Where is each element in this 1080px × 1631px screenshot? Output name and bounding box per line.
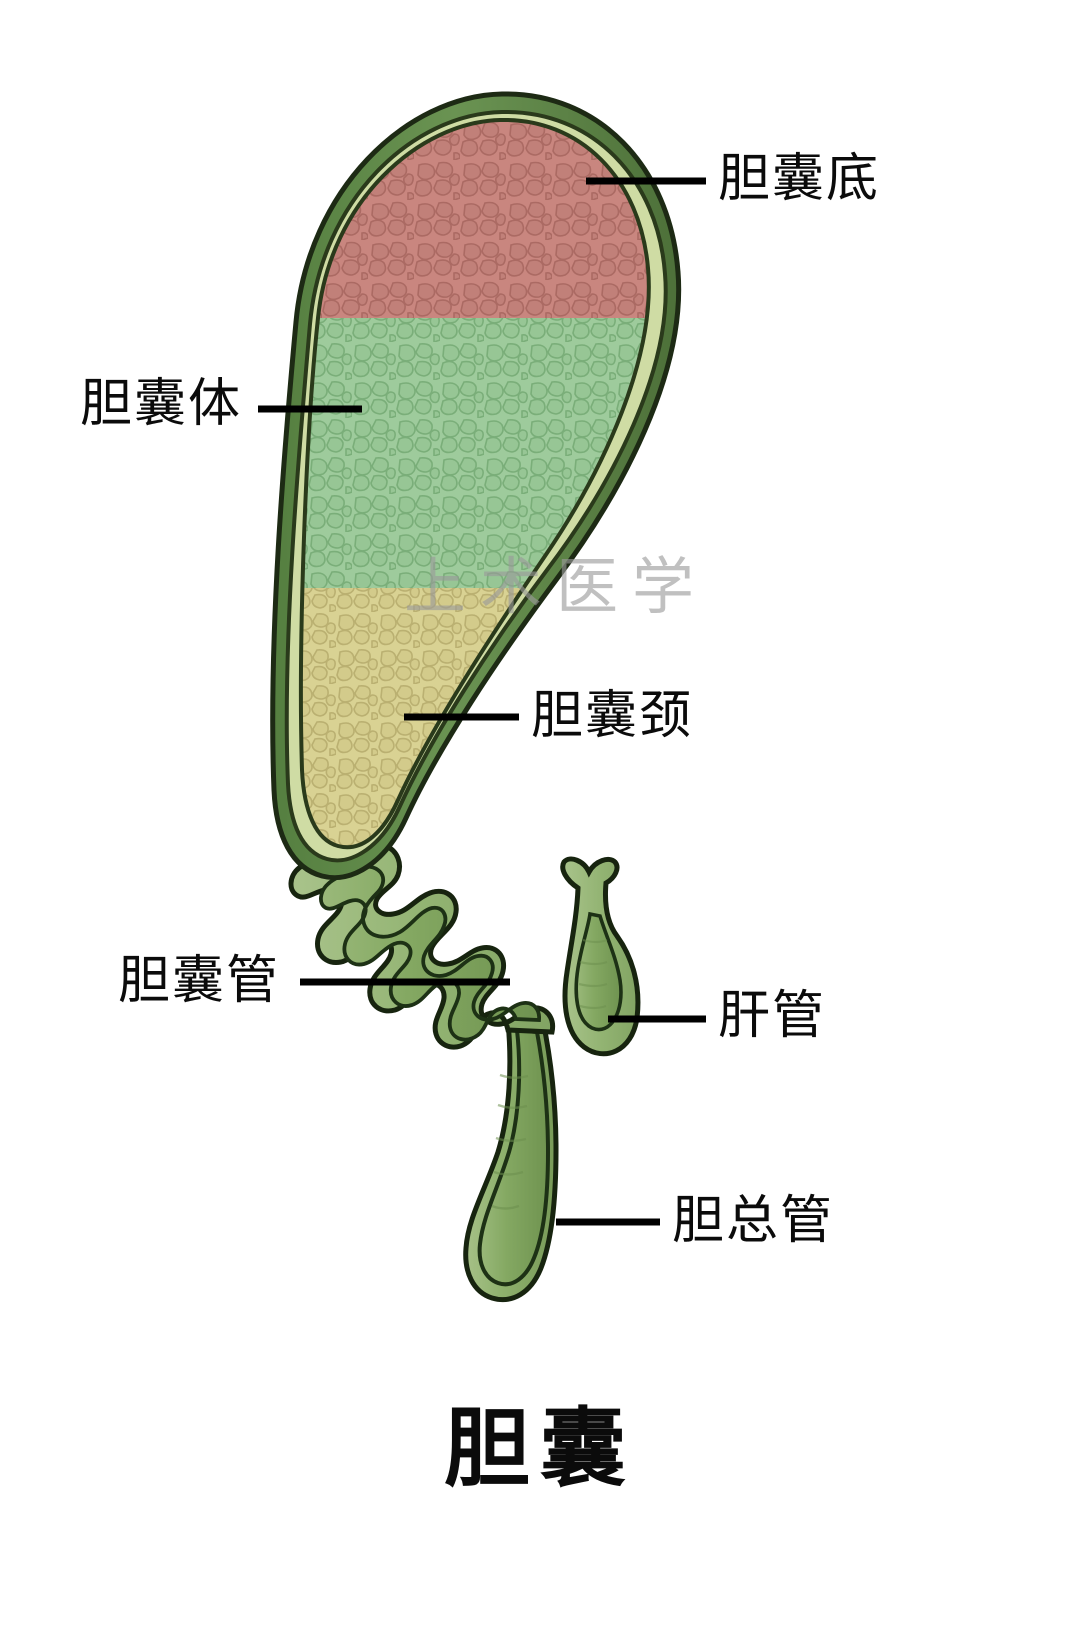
common-bile-duct-shape [463, 1018, 559, 1303]
gallbladder-body-shape [270, 91, 682, 880]
label-gallbladder-neck: 胆囊颈 [531, 687, 694, 745]
leader-lines [258, 177, 706, 1226]
figure-caption: 胆囊 [444, 1401, 636, 1497]
label-gallbladder-body: 胆囊体 [80, 375, 243, 433]
biliary-duct-system [288, 840, 641, 1303]
label-cystic-duct: 胆囊管 [118, 952, 281, 1010]
label-gallbladder-fundus: 胆囊底 [718, 150, 881, 208]
gallbladder-mucosa-outline [298, 117, 651, 850]
cystic-duct-shape [288, 840, 556, 1050]
hepatic-duct-shape [560, 856, 641, 1057]
label-common-bile-duct: 胆总管 [672, 1192, 835, 1250]
label-hepatic-duct: 肝管 [718, 987, 827, 1045]
